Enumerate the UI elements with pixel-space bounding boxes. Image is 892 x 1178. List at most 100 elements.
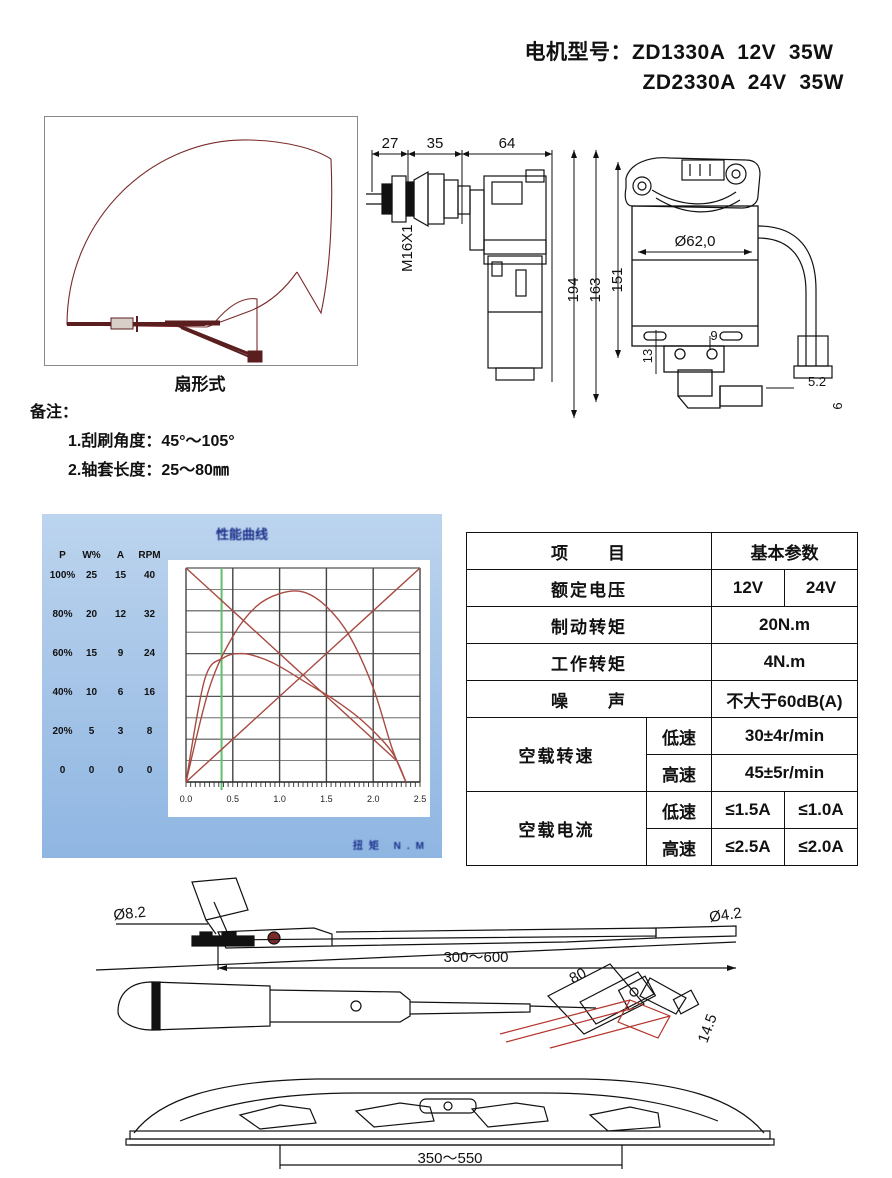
dim-5-2: 5.2	[808, 374, 826, 389]
dim-64: 64	[499, 135, 516, 152]
row-value: 4N.m	[711, 643, 858, 681]
table-header-row: 项 目基本参数	[466, 532, 858, 570]
axis-value: 9	[117, 648, 124, 659]
row-value-12v: ≤2.5A	[711, 828, 785, 866]
dim-13: 13	[640, 349, 655, 363]
dim-arm-length: 300～600	[443, 949, 508, 966]
notes-block: 备注： 1.刮刷角度：45°～105° 2.轴套长度：25～80㎜	[30, 398, 370, 485]
fan-sweep-svg	[66, 139, 333, 363]
header-item: 项 目	[466, 532, 712, 570]
chart-xtick-label: 2.0	[367, 794, 380, 804]
axis-value: 40	[143, 570, 156, 581]
row-item-label: 额定电压	[466, 569, 712, 607]
row-item-label: 制动转矩	[466, 606, 712, 644]
dim-blade-width-80: 80	[567, 965, 590, 988]
axis-value: 60%	[52, 648, 73, 659]
chart-title: 性能曲线	[215, 527, 268, 542]
axis-value: 32	[143, 609, 156, 620]
axis-value: 10	[85, 687, 98, 698]
row-item-label: 噪 声	[466, 680, 712, 718]
row-value: 不大于60dB(A)	[711, 680, 858, 718]
dim-pivot-diameter: Ø8.2	[113, 904, 147, 924]
axis-header-a: A	[116, 550, 125, 561]
row-value: 20N.m	[711, 606, 858, 644]
notes-title: 备注：	[30, 404, 79, 421]
model-line-2: ZD2330A 24V 35W	[642, 71, 844, 94]
axis-value: 100%	[49, 570, 76, 581]
row-sub-label: 高速	[646, 828, 712, 866]
wiper-blade-drawing: 350～550	[120, 1075, 780, 1173]
row-item-label: 工作转矩	[466, 643, 712, 681]
chart-xtick-label: 2.5	[414, 794, 427, 804]
axis-value: 20	[85, 609, 98, 620]
axis-value: 24	[143, 648, 156, 659]
row-value-24v: ≤2.0A	[783, 828, 859, 866]
chart-series-rpm	[185, 567, 398, 762]
row-value: 45±5r/min	[711, 754, 858, 792]
row-value-24v: 24V	[783, 569, 859, 607]
row-value-12v: ≤1.5A	[711, 791, 785, 829]
table-row: 高速≤2.5A≤2.0A	[467, 828, 859, 866]
dim-27: 27	[382, 135, 399, 152]
chart-xtick-label: 1.0	[273, 794, 286, 804]
axis-value: 40%	[52, 687, 73, 698]
fan-diagram-caption: 扇形式	[174, 375, 226, 394]
axis-value: 6	[117, 687, 124, 698]
axis-col-headers: P W% A RPM	[48, 550, 166, 561]
axis-header-w: W%	[82, 550, 101, 561]
dim-194: 194	[565, 277, 582, 302]
chart-xtick-label: 0.0	[180, 794, 193, 804]
axis-value: 15	[114, 570, 127, 581]
chart-x-axis-label: 扭矩 N.M	[352, 841, 430, 852]
axis-header-rpm: RPM	[138, 550, 161, 561]
dim-diameter-62: Ø62,0	[675, 233, 716, 250]
row-value: 30±4r/min	[711, 717, 858, 755]
header-model-block: 电机型号：ZD1330A 12V 35W ZD2330A 24V 35W	[525, 38, 844, 98]
axis-value: 20%	[52, 726, 73, 737]
dim-blade-thickness: 14.5	[695, 1012, 721, 1045]
row-value-24v: ≤1.0A	[783, 791, 859, 829]
row-item-label: 空载转速	[466, 717, 647, 792]
wiper-arm-top-drawing: Ø8.2 300～600	[95, 876, 796, 976]
dim-thread-m16x1: M16X1	[399, 224, 416, 272]
dim-9: 9	[710, 328, 717, 343]
dim-6: 6	[830, 402, 845, 409]
header-value: 基本参数	[711, 532, 858, 570]
dim-163: 163	[587, 277, 604, 302]
axis-value-row: 20% 5 3 8	[48, 726, 166, 737]
table-row: 噪 声不大于60dB(A)	[466, 680, 858, 718]
chart-xtick-label: 1.5	[320, 794, 333, 804]
note-item-2: 2.轴套长度：25～80㎜	[68, 462, 229, 479]
chart-series-w	[185, 590, 407, 783]
axis-value: 0	[88, 765, 95, 776]
row-sub-label: 高速	[646, 754, 712, 792]
axis-value: 80%	[52, 609, 73, 620]
axis-value: 3	[117, 726, 124, 737]
chart-series-a	[185, 567, 421, 783]
axis-value: 5	[88, 726, 95, 737]
dim-151: 151	[609, 267, 626, 292]
axis-value: 0	[59, 765, 66, 776]
motor-front-view-drawing: 194 163 151 Ø62,0 13 9 5.2 6	[560, 140, 880, 430]
axis-value: 15	[85, 648, 98, 659]
axis-value: 8	[146, 726, 153, 737]
dim-blade-length: 350～550	[417, 1150, 482, 1167]
wiper-arm-bottom-drawing: 80 14.5 Ø4.2	[110, 960, 790, 1070]
dim-35: 35	[427, 135, 444, 152]
axis-value-row: 40% 10 6 16	[48, 687, 166, 698]
table-row: 空载电流低速≤1.5A≤1.0A	[466, 791, 859, 866]
axis-value: 16	[143, 687, 156, 698]
motor-side-view-drawing: 27 35 64 M16X1	[366, 132, 556, 422]
note-item-1: 1.刮刷角度：45°～105°	[68, 433, 235, 450]
model-line-1: 电机型号：ZD1330A 12V 35W	[524, 41, 834, 64]
